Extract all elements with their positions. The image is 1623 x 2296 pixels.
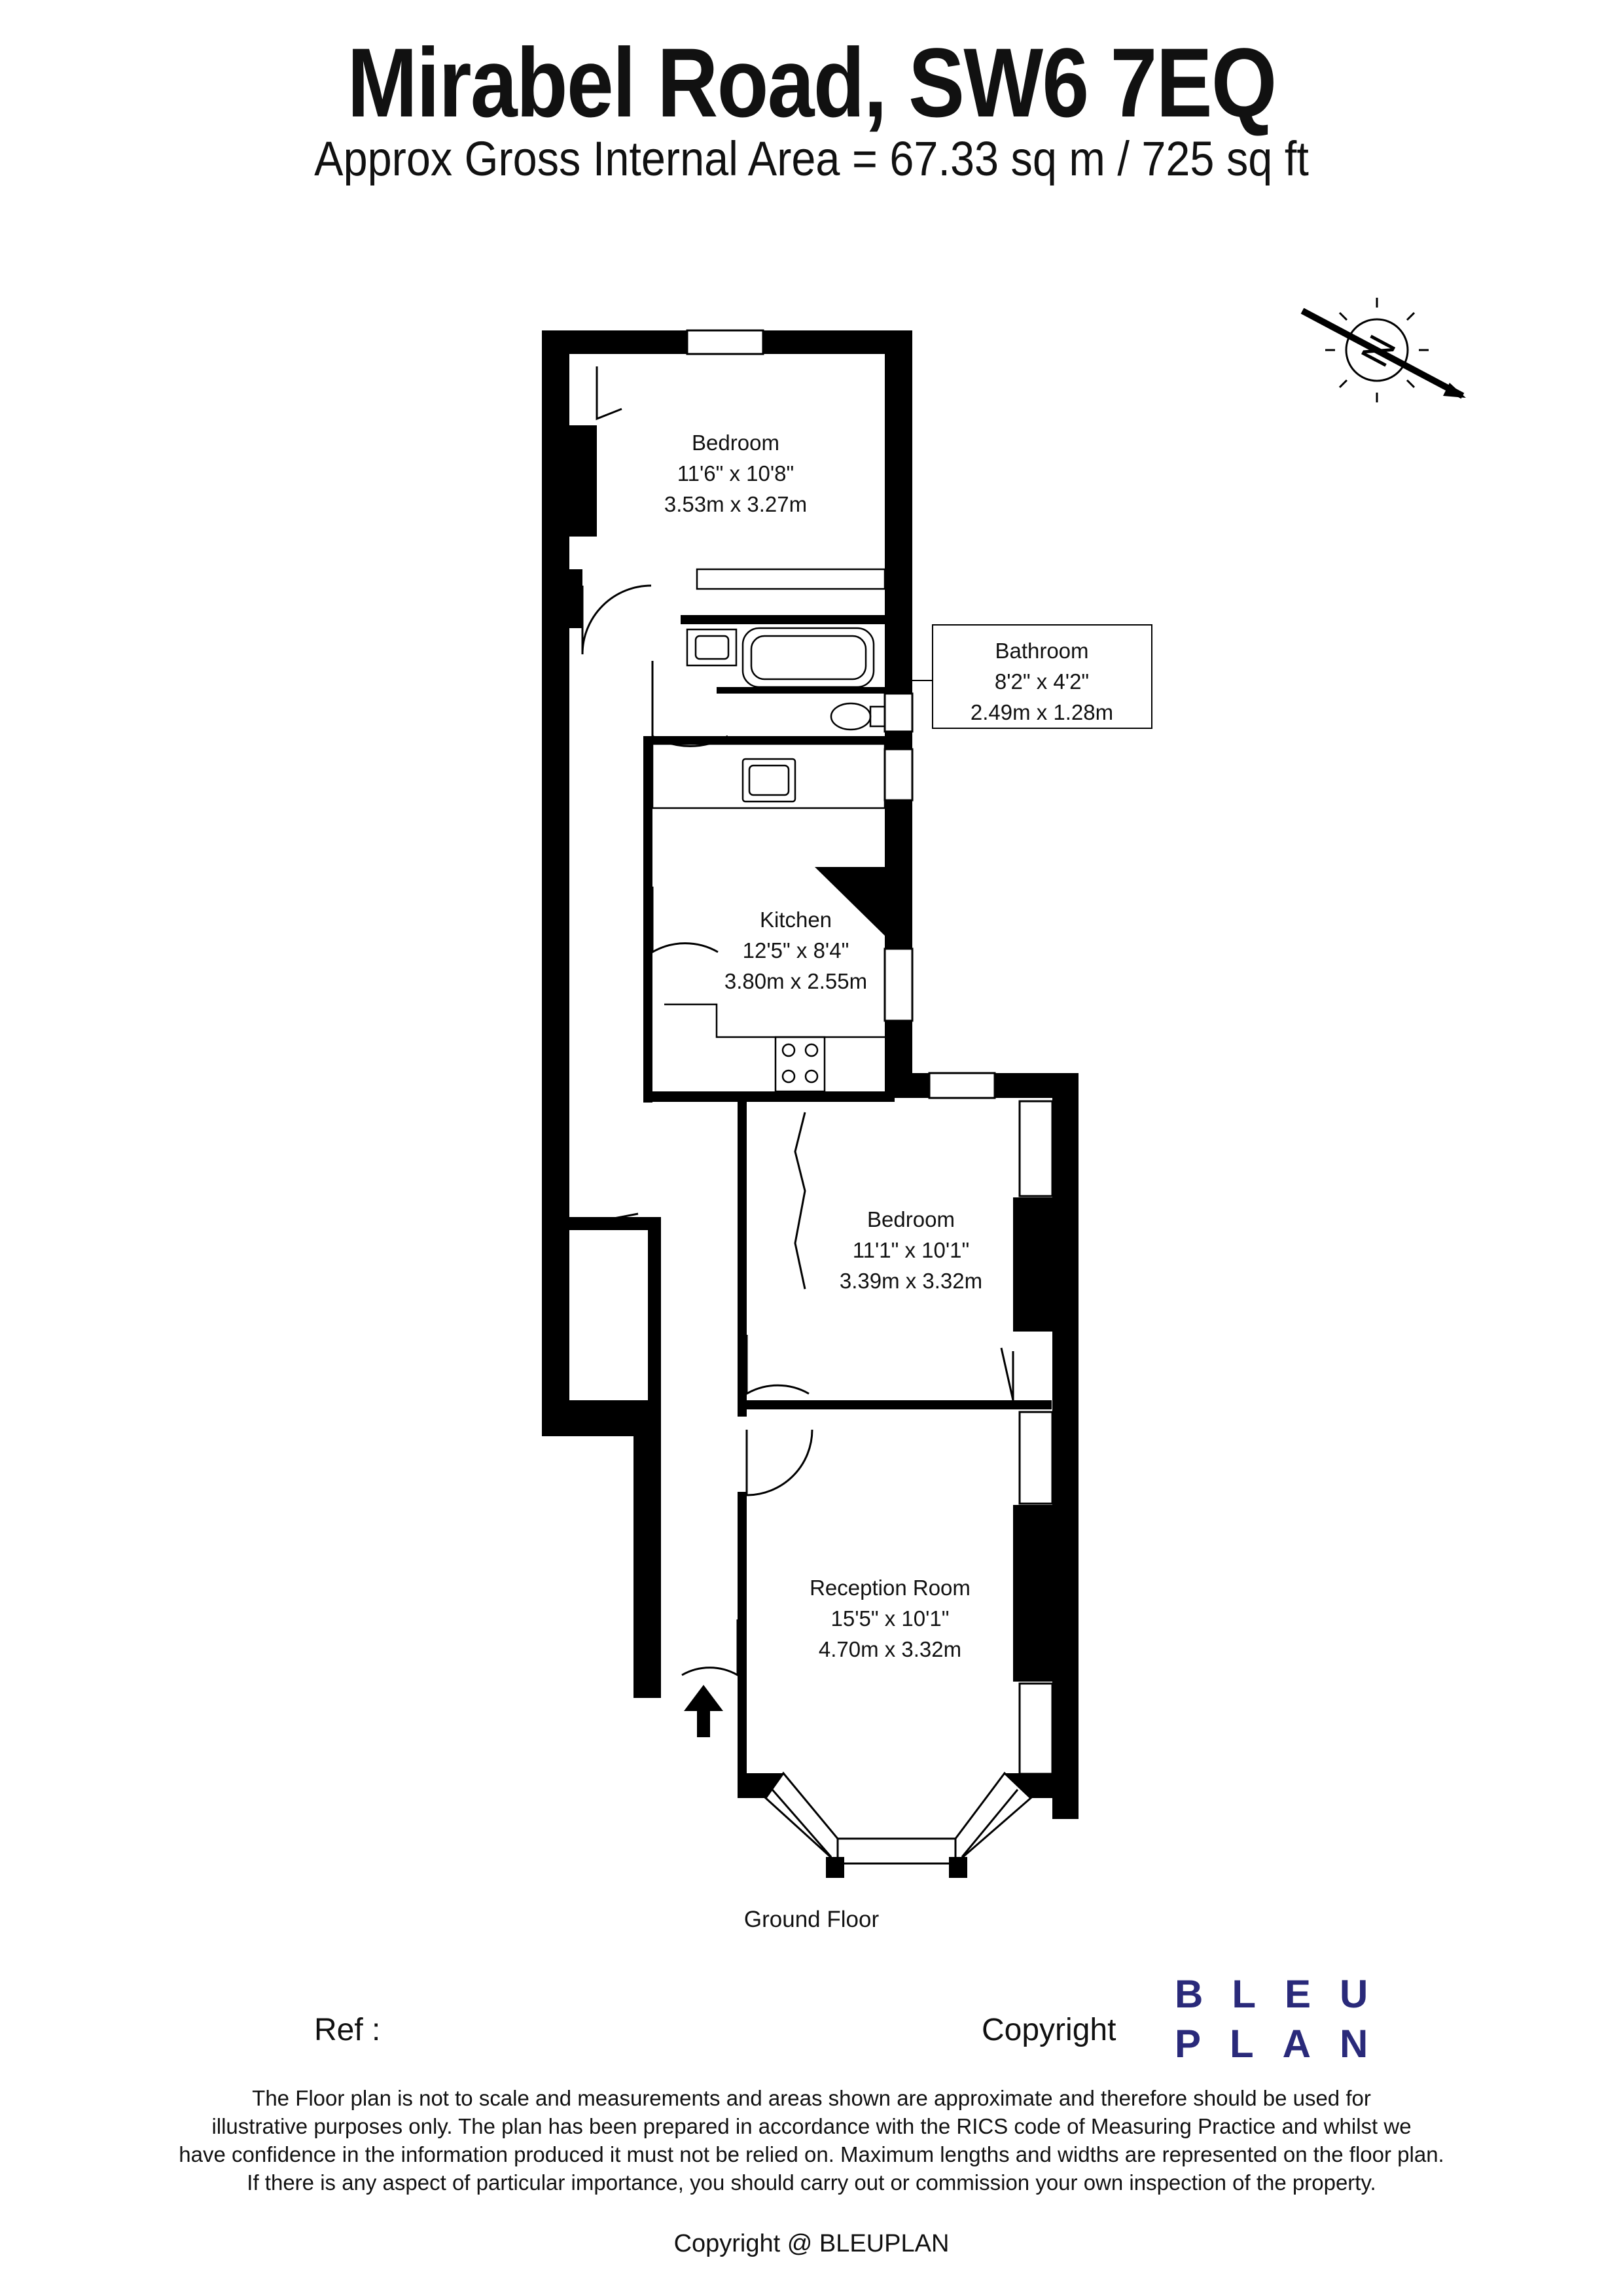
bedroom2-name: Bedroom (867, 1207, 955, 1231)
bleuplan-logo: BLEU PLAN (1175, 1969, 1397, 2069)
room-bedroom1: Bedroom 11'6" x 10'8" 3.53m x 3.27m (664, 431, 807, 516)
disclaimer: The Floor plan is not to scale and measu… (131, 2084, 1492, 2197)
bedroom1-metric: 3.53m x 3.27m (664, 492, 807, 516)
area-subtitle: Approx Gross Internal Area = 67.33 sq m … (314, 132, 1309, 186)
floor-label: Ground Floor (744, 1907, 880, 1932)
fixtures (651, 568, 886, 1093)
doors (569, 366, 1014, 1677)
kitchen-name: Kitchen (760, 908, 832, 932)
bedroom1-imperial: 11'6" x 10'8" (677, 461, 794, 486)
reception-imperial: 15'5" x 10'1" (831, 1606, 950, 1631)
compass: N (1300, 298, 1466, 402)
bedroom1-name: Bedroom (692, 431, 779, 455)
room-reception: Reception Room 15'5" x 10'1" 4.70m x 3.3… (810, 1576, 971, 1661)
windows (686, 329, 1054, 1865)
floor-plan: N Bedroom 11'6" x 10'8" 3.53m x 3.27m Ba… (542, 298, 1466, 1932)
entrance-arrow (684, 1685, 723, 1737)
copyright-label: Copyright (982, 2013, 1116, 2047)
bedroom2-metric: 3.39m x 3.32m (840, 1269, 982, 1293)
bedroom2-imperial: 11'1" x 10'1" (853, 1238, 970, 1262)
bay-corners (738, 1773, 1052, 1878)
reception-name: Reception Room (810, 1576, 971, 1600)
logo-line-2: PLAN (1175, 2022, 1397, 2066)
logo-line-1: BLEU (1175, 1972, 1397, 2016)
kitchen-imperial: 12'5" x 8'4" (743, 938, 849, 963)
room-bathroom: Bathroom 8'2" x 4'2" 2.49m x 1.28m (971, 639, 1113, 724)
kitchen-metric: 3.80m x 2.55m (724, 969, 867, 993)
bathroom-imperial: 8'2" x 4'2" (995, 669, 1089, 694)
room-bedroom2: Bedroom 11'1" x 10'1" 3.39m x 3.32m (840, 1207, 982, 1293)
footer-copyright: Copyright @ BLEUPLAN (673, 2230, 950, 2257)
disclaimer-line: illustrative purposes only. The plan has… (211, 2114, 1412, 2138)
bathroom-name: Bathroom (995, 639, 1088, 663)
disclaimer-line: The Floor plan is not to scale and measu… (252, 2086, 1371, 2110)
disclaimer-line: If there is any aspect of particular imp… (247, 2170, 1376, 2195)
bathroom-callout-box (932, 624, 1152, 729)
page-title: Mirabel Road, SW6 7EQ (347, 27, 1277, 137)
reception-metric: 4.70m x 3.32m (819, 1637, 961, 1661)
disclaimer-line: have confidence in the information produ… (179, 2142, 1444, 2166)
ref-label: Ref : (314, 2013, 381, 2047)
room-kitchen: Kitchen 12'5" x 8'4" 3.80m x 2.55m (724, 908, 867, 993)
bathroom-metric: 2.49m x 1.28m (971, 700, 1113, 724)
